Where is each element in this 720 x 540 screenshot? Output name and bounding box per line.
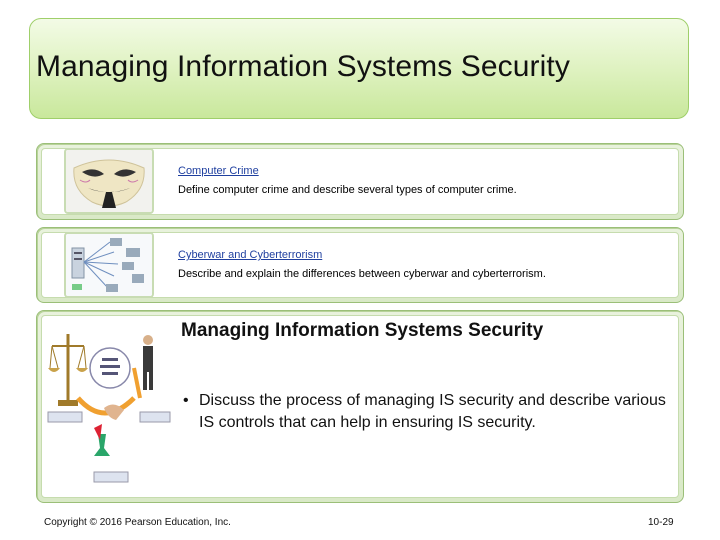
- active-section-bullet: • Discuss the process of managing IS sec…: [183, 390, 673, 434]
- active-section-title: Managing Information Systems Security: [181, 320, 544, 341]
- section-title-cyberwar[interactable]: Cyberwar and Cyberterrorism: [178, 249, 323, 261]
- section-desc-cyberwar: Describe and explain the differences bet…: [178, 268, 546, 280]
- section-desc-computer-crime: Define computer crime and describe sever…: [178, 184, 517, 196]
- network-icon: [64, 232, 154, 298]
- section-title-computer-crime[interactable]: Computer Crime: [178, 165, 259, 177]
- bullet-text: Discuss the process of managing IS secur…: [199, 392, 666, 431]
- copyright-text: Copyright © 2016 Pearson Education, Inc.: [44, 517, 231, 528]
- slide-title: Managing Information Systems Security: [36, 50, 570, 83]
- bullet-icon: •: [183, 392, 189, 409]
- page-number: 10-29: [648, 517, 674, 528]
- security-process-diagram-icon: [44, 328, 176, 488]
- title-bar: [29, 18, 689, 119]
- section-card-managing-security: [36, 310, 684, 503]
- mask-icon: [64, 148, 154, 214]
